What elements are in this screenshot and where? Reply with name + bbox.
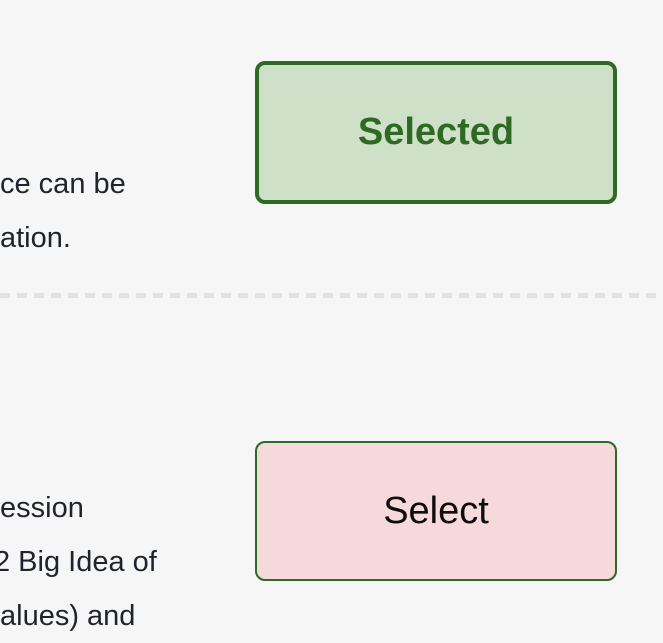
option-2-description: ession 2 Big Idea of alues) and	[0, 481, 157, 643]
row-divider	[0, 293, 663, 298]
option-1-description-line: ation.	[0, 222, 71, 254]
option-2-description-line: 2 Big Idea of	[0, 546, 157, 578]
option-2-description-line: alues) and	[0, 600, 136, 632]
option-2-description-line: ession	[0, 492, 84, 524]
option-1-description: ce can be ation.	[0, 157, 126, 265]
option-1-description-line: ce can be	[0, 168, 126, 200]
select-button[interactable]: Select	[255, 441, 617, 581]
selected-button[interactable]: Selected	[255, 61, 617, 204]
